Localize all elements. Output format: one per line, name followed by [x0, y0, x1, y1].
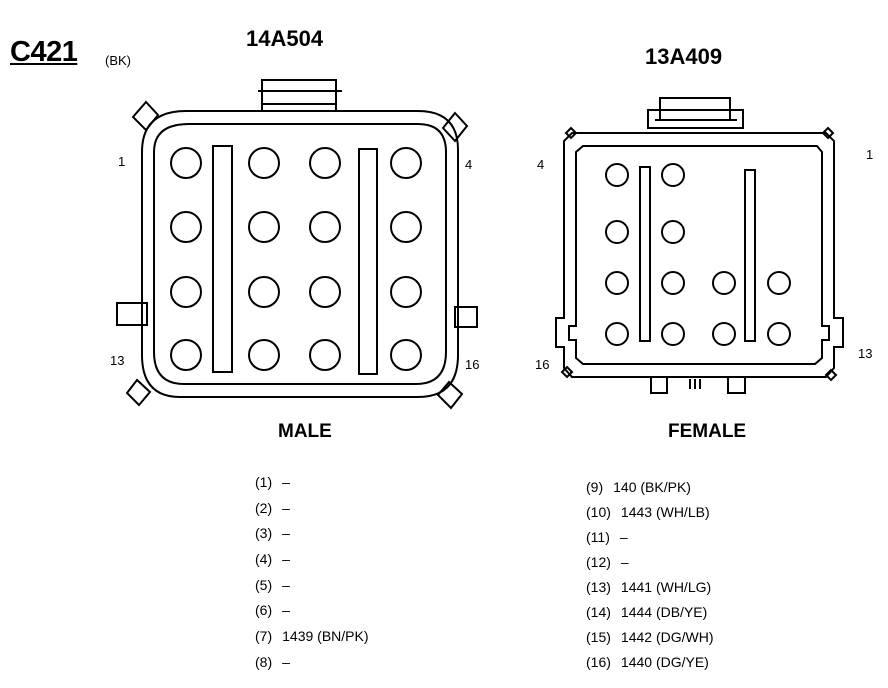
- pin-ref: (15): [586, 629, 611, 645]
- pin-circuit: –: [282, 654, 290, 670]
- pin-circuit: 1443 (WH/LB): [620, 504, 710, 520]
- female-part-number: 13A409: [645, 44, 723, 69]
- pin-ref: (13): [586, 579, 611, 595]
- pin-row: (6)–: [255, 602, 290, 618]
- female-connector-face: [555, 97, 844, 394]
- pin-ref: (3): [255, 525, 273, 541]
- pin-row: (5)–: [255, 577, 290, 593]
- pin-row: (15) 1442 (DG/WH): [586, 629, 713, 645]
- pin-circuit: 140 (BK/PK): [613, 479, 691, 495]
- pin-circuit: –: [282, 500, 290, 516]
- pin-circuit: 1439 (BN/PK): [282, 628, 369, 644]
- male-pin-label-bottom-right: 16: [465, 357, 480, 372]
- pin-row: (4)–: [255, 551, 290, 567]
- pin-circuit: 1444 (DB/YE): [620, 604, 708, 620]
- female-pin-label-top-left: 4: [537, 157, 545, 172]
- male-label: MALE: [278, 421, 332, 442]
- pin-ref: (4): [255, 551, 273, 567]
- pin-row: (12)–: [586, 554, 629, 570]
- pin-circuit: –: [282, 525, 290, 541]
- pin-ref: (12): [586, 554, 611, 570]
- pin-ref: (14): [586, 604, 611, 620]
- pin-ref: (5): [255, 577, 273, 593]
- pin-ref: (7): [255, 628, 273, 644]
- pin-circuit: –: [620, 554, 629, 570]
- pin-circuit: 1441 (WH/LG): [620, 579, 712, 595]
- pin-ref: (2): [255, 500, 273, 516]
- pin-ref: (6): [255, 602, 273, 618]
- male-pin-label-top-right: 4: [465, 157, 473, 172]
- pin-circuit: –: [282, 474, 290, 490]
- pin-ref: (9): [586, 479, 604, 495]
- pin-row: (9) 140 (BK/PK): [586, 479, 691, 495]
- pin-ref: (8): [255, 654, 273, 670]
- female-pin-label-bottom-left: 16: [535, 357, 550, 372]
- pin-row: (8)–: [255, 654, 290, 670]
- pin-row: (1)–: [255, 474, 290, 490]
- pin-circuit: –: [282, 602, 290, 618]
- pin-row: (16) 1440 (DG/YE): [586, 654, 709, 670]
- pin-circuit: –: [282, 577, 290, 593]
- pin-row: (11)–: [586, 529, 628, 545]
- pin-row: (2)–: [255, 500, 290, 516]
- pin-circuit: 1440 (DG/YE): [620, 654, 709, 670]
- pin-circuit: 1442 (DG/WH): [620, 629, 714, 645]
- pin-ref: (16): [586, 654, 611, 670]
- connector-id: C421: [10, 36, 78, 68]
- connector-color: (BK): [105, 53, 131, 68]
- pin-row: (14) 1444 (DB/YE): [586, 604, 707, 620]
- male-pin-label-bottom-left: 13: [110, 353, 125, 368]
- pin-ref: (10): [586, 504, 611, 520]
- pin-circuit: –: [619, 529, 628, 545]
- female-pin-label-bottom-right: 13: [858, 346, 873, 361]
- female-label: FEMALE: [668, 421, 747, 442]
- pin-circuit: –: [282, 551, 290, 567]
- pin-ref: (1): [255, 474, 273, 490]
- pin-row: (10) 1443 (WH/LB): [586, 504, 710, 520]
- male-pin-label-top-left: 1: [118, 154, 126, 169]
- male-part-number: 14A504: [246, 26, 324, 51]
- female-pin-label-top-right: 1: [866, 147, 874, 162]
- pin-row: (3)–: [255, 525, 290, 541]
- pin-row: (13) 1441 (WH/LG): [586, 579, 711, 595]
- pin-row: (7) 1439 (BN/PK): [255, 628, 369, 644]
- pin-ref: (11): [586, 529, 610, 545]
- male-connector-face: [116, 79, 478, 410]
